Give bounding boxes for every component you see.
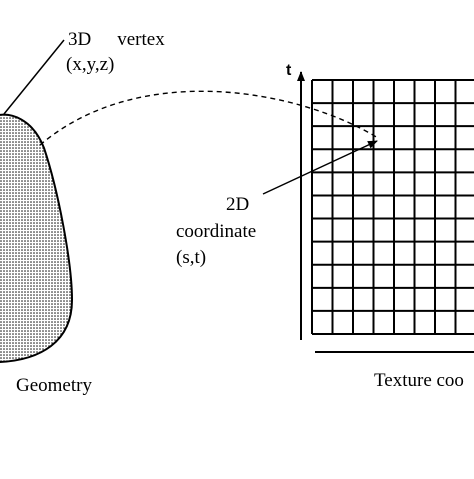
geometry-caption: Geometry xyxy=(16,375,92,396)
texture-grid xyxy=(311,79,474,335)
vertex-label-3d: 3D xyxy=(68,29,92,50)
coordinate-label-2d: 2D xyxy=(226,194,250,215)
vertex-label: 3D vertex xyxy=(68,28,165,52)
t-axis-label: t xyxy=(286,62,292,79)
vertex-label-word: vertex xyxy=(117,29,165,50)
texture-caption: Texture coo xyxy=(374,370,464,391)
vertex-leader-line xyxy=(3,39,65,115)
geometry-surface xyxy=(0,113,74,363)
coordinate-label-st: (s,t) xyxy=(176,247,207,268)
vertex-coordinates-label: (x,y,z) xyxy=(66,54,115,75)
coordinate-label-word: coordinate xyxy=(176,221,257,242)
mapping-curve xyxy=(39,90,379,146)
